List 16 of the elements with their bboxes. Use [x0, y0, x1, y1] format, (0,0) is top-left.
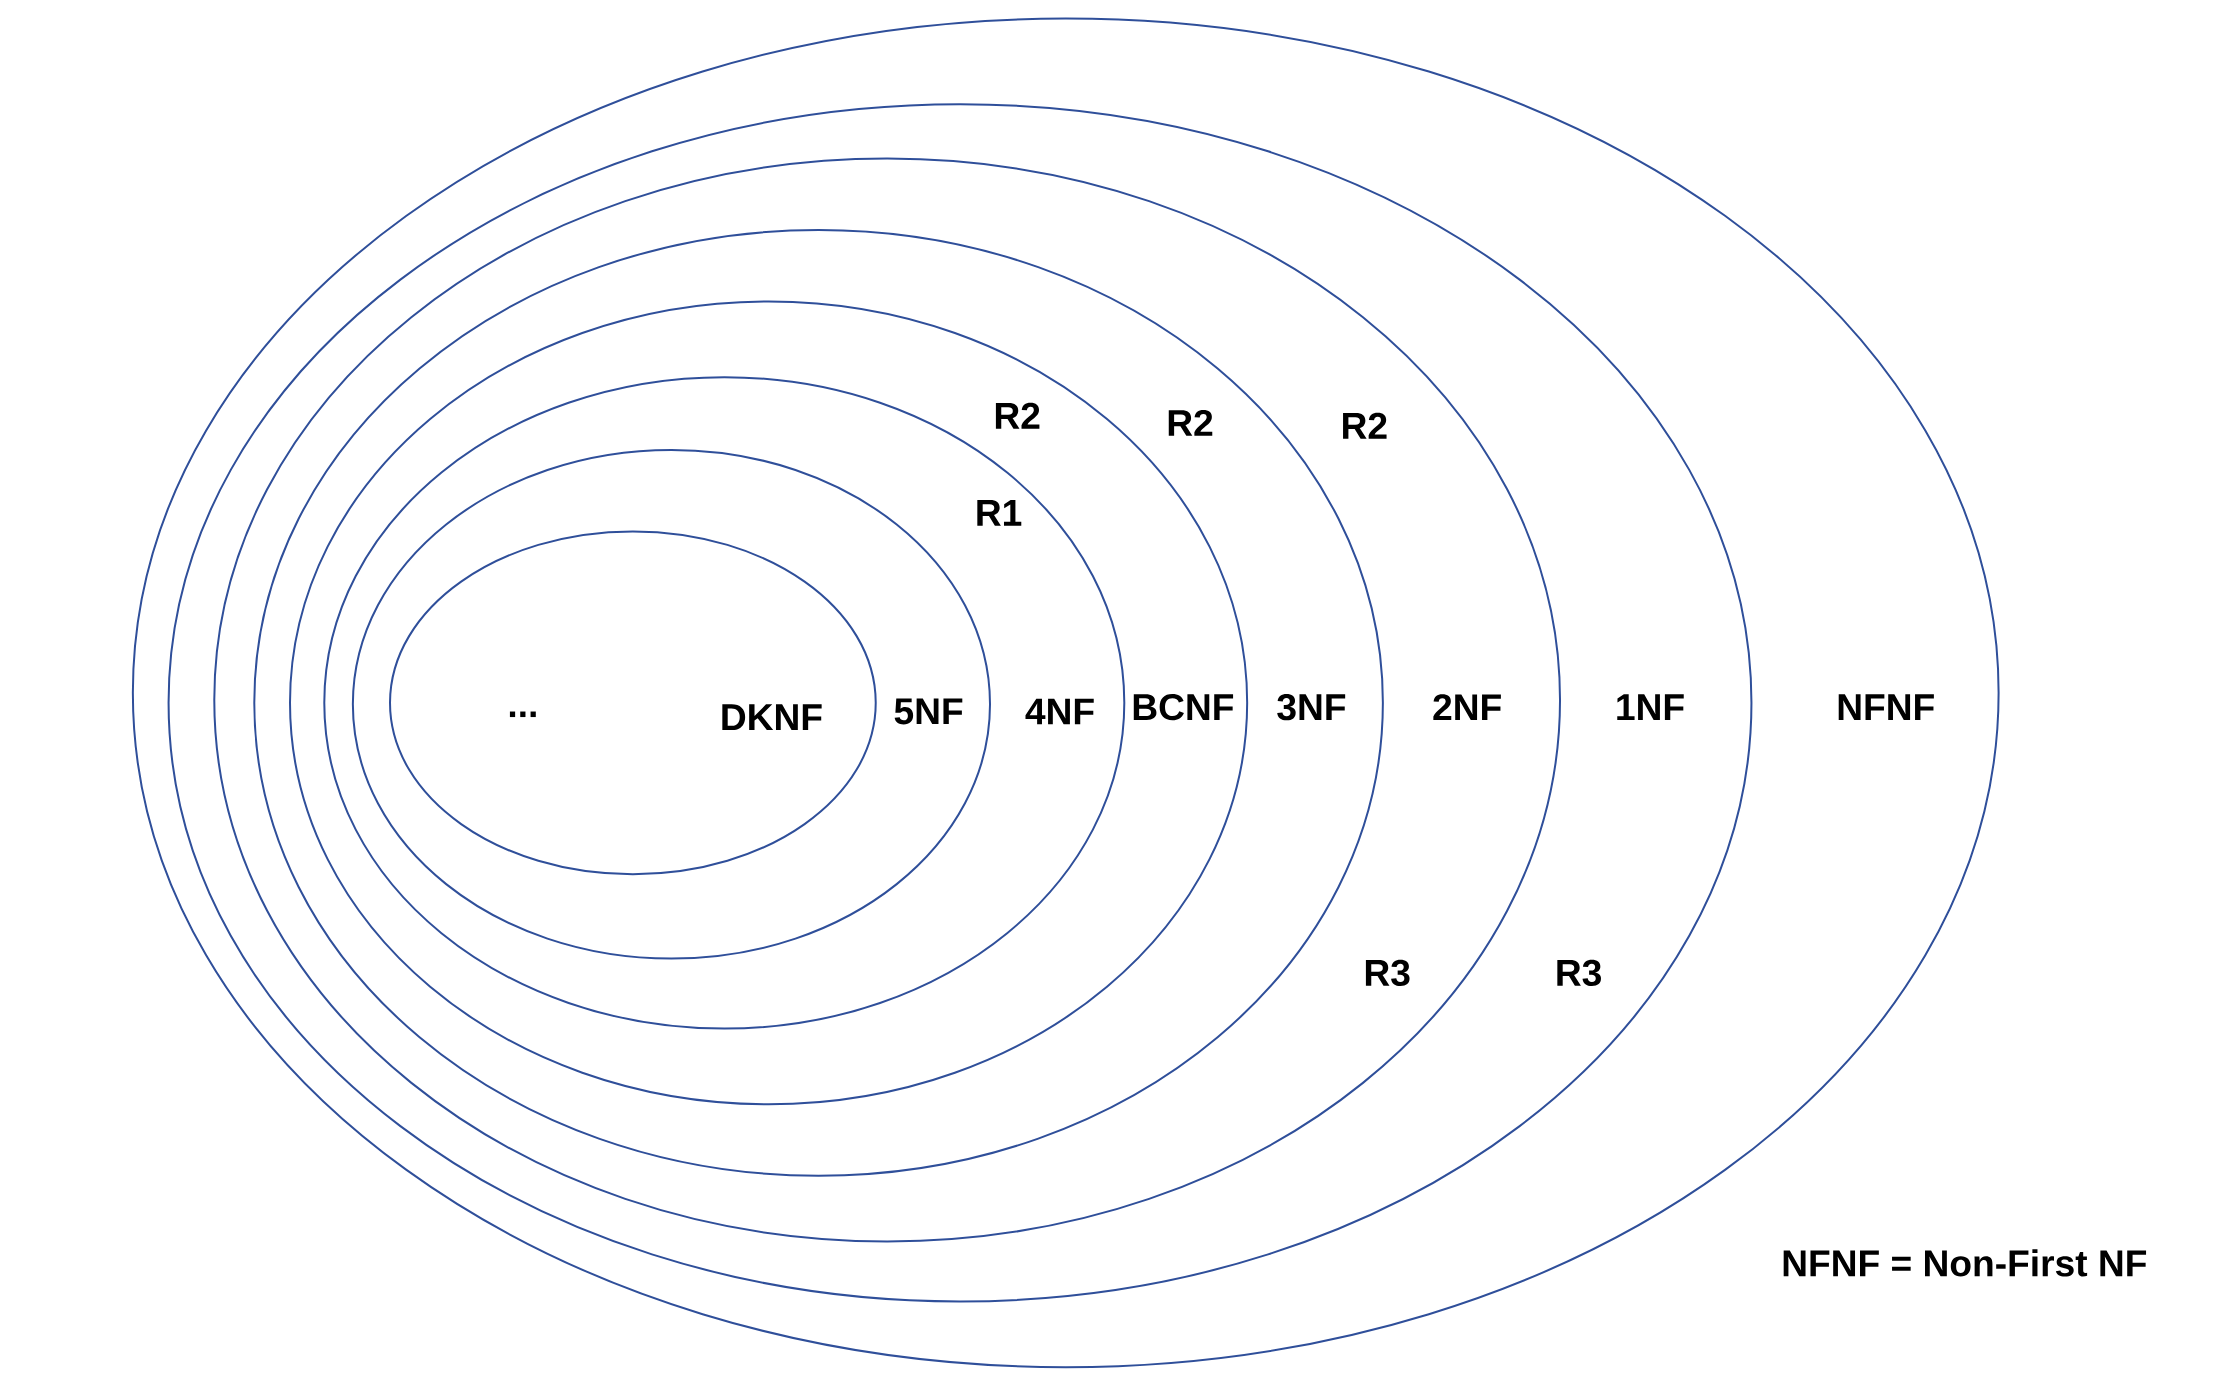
- note: NFNF = Non-First NF: [1783, 1249, 2147, 1277]
- relation-label: R3: [1557, 959, 1601, 987]
- set-label: 1NF: [1617, 694, 1684, 720]
- relation-label: R2: [1168, 409, 1213, 436]
- set-label: 5NF: [894, 698, 963, 725]
- relation-label: R2: [1343, 412, 1387, 439]
- set-label: DKNF: [722, 704, 822, 730]
- relation-label: R3: [1365, 959, 1410, 987]
- set-label: 2NF: [1433, 694, 1501, 721]
- set-label: ...: [509, 711, 536, 718]
- set-label: 4NF: [1025, 698, 1094, 725]
- set-label: BCNF: [1133, 694, 1234, 721]
- relation-label: R1: [977, 500, 1022, 526]
- set-label: NFNF: [1838, 694, 1934, 720]
- set-label: 3NF: [1277, 693, 1346, 721]
- relation-label: R2: [995, 402, 1040, 429]
